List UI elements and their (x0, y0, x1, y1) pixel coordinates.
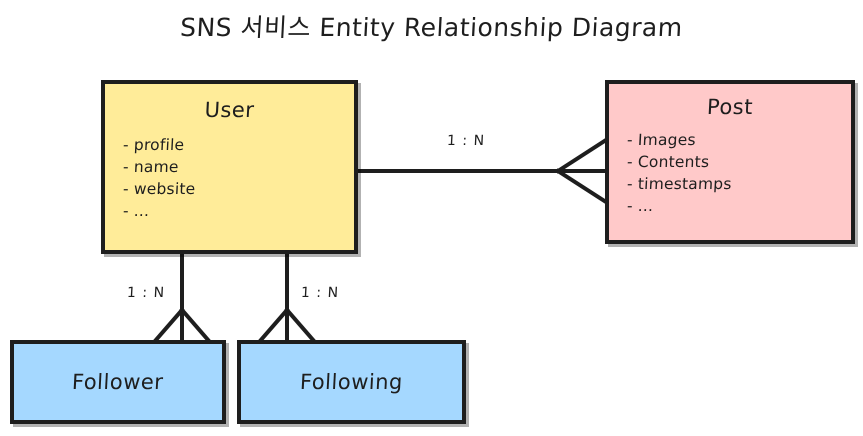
entity-post[interactable]: Post - Images - Contents - timestamps - … (605, 80, 855, 244)
entity-post-field: - Contents (626, 153, 710, 171)
entity-post-fields: - Images - Contents - timestamps - ... (609, 129, 851, 217)
cardinality-user-following: 1 : N (300, 285, 340, 301)
entity-post-field: - Images (626, 131, 697, 149)
entity-following-title: Following (299, 370, 404, 394)
crowsfoot-follower (152, 307, 212, 344)
page-title: SNS 서비스 Entity Relationship Diagram (179, 13, 684, 42)
crowsfoot-following (257, 307, 317, 344)
entity-user-field: - ... (122, 202, 150, 220)
entity-post-field: - ... (626, 197, 654, 215)
entity-user-field: - name (122, 158, 180, 176)
entity-post-title: Post (706, 95, 754, 119)
entity-following[interactable]: Following (237, 340, 466, 424)
entity-user-field: - website (122, 180, 196, 198)
entity-user-field: - profile (122, 136, 185, 154)
entity-user-fields: - profile - name - website - ... (105, 134, 354, 222)
entity-user[interactable]: User - profile - name - website - ... (101, 80, 358, 254)
cardinality-user-post: 1 : N (446, 133, 486, 149)
entity-post-field: - timestamps (626, 175, 733, 193)
cardinality-user-follower: 1 : N (126, 285, 166, 301)
crowsfoot-post (555, 137, 609, 205)
entity-follower-title: Follower (71, 370, 165, 394)
entity-follower[interactable]: Follower (10, 340, 226, 424)
entity-user-title: User (203, 98, 256, 122)
